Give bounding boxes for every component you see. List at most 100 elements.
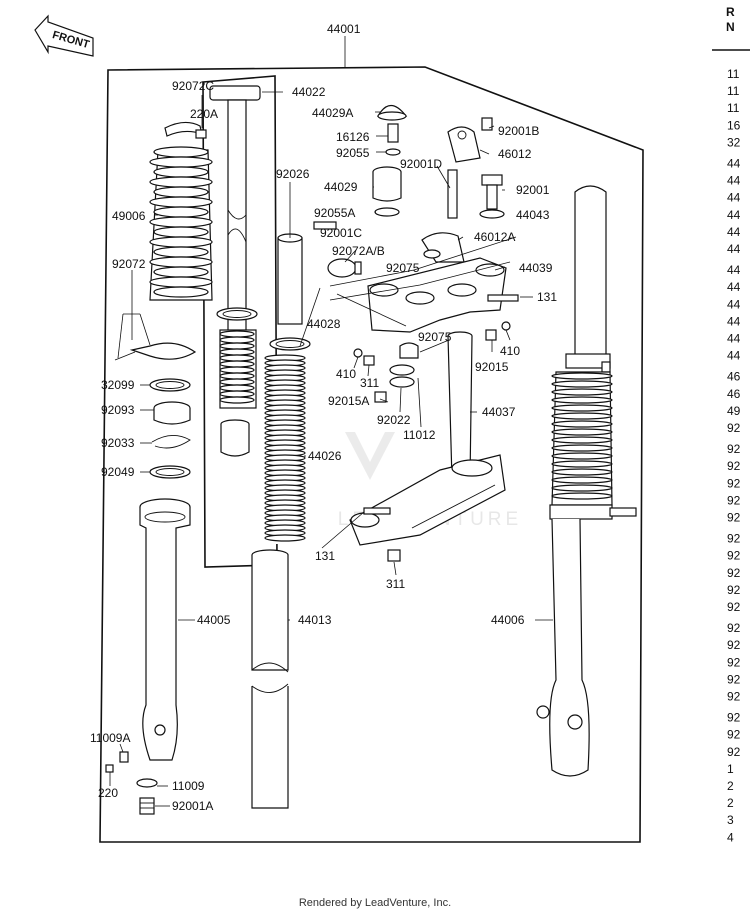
table-row: 44 [727,314,741,328]
table-row: 92 [727,621,741,635]
seat-44028 [269,337,311,351]
callout-92001D: 92001D [400,157,442,171]
table-row: 46 [727,370,741,384]
parts-list-table: R N 111111163244444444444444444444444446… [726,5,741,844]
front-arrow-icon: FRONT [34,14,94,57]
fork-spring-coils [264,354,306,542]
table-row: 92 [727,442,741,456]
table-row: 92 [727,493,741,507]
callout-220A: 220A [190,107,218,121]
leader-lines [109,91,553,807]
seat-ring-inner [216,307,258,321]
table-row: 44 [727,349,741,363]
table-row: 44 [727,242,741,256]
table-row: 92 [727,583,741,597]
callout-92075a: 92075 [386,261,420,275]
table-row: 92 [727,638,741,652]
nut-410a [353,348,363,358]
nut-410b [501,321,511,331]
screw-220 [105,764,114,773]
callout-92015A: 92015A [328,394,369,408]
oil-seal-32099 [149,378,191,392]
table-row: 16 [727,118,741,132]
callout-92001: 92001 [516,183,550,197]
table-row: 44 [727,297,741,311]
right-boot-folds [551,372,613,500]
table-row: 44 [727,174,741,188]
dust-boot-49006 [149,146,213,301]
guide-92072AB [327,258,362,278]
callout-44029: 44029 [324,180,358,194]
table-row: 92 [727,476,741,490]
table-row: 92 [727,532,741,546]
callout-311b: 311 [386,577,405,591]
callout-11009: 11009 [172,779,205,793]
callout-44028: 44028 [307,317,341,331]
oring-92055 [385,148,401,156]
fitting-16126 [387,123,399,143]
callout-131b: 131 [315,549,335,563]
table-row: 44 [727,280,741,294]
callout-44039: 44039 [519,261,553,275]
table-row: 49 [727,404,741,418]
callout-44037: 44037 [482,405,516,419]
clamp-92072 [114,342,197,361]
callout-44029A: 44029A [312,106,353,120]
callout-410a: 410 [336,367,356,381]
washer-92049 [149,465,191,479]
bolt-92001 [481,174,503,210]
table-row: 4 [727,830,734,844]
callout-44005: 44005 [197,613,231,627]
bearing-92022 [389,364,415,388]
table-row: 2 [727,796,734,810]
callout-44043: 44043 [516,208,550,222]
assembly-frame [99,66,644,843]
callout-44022: 44022 [292,85,326,99]
callout-16126: 16126 [336,130,370,144]
callout-labels: 44001 44022 92072C 220A 44029A 16126 920… [90,22,557,813]
bushing-92093 [153,401,191,425]
callout-410b: 410 [500,344,520,358]
callout-92001B: 92001B [498,124,539,138]
damper-rod-44013 [251,549,289,809]
bolt-92001C [313,221,337,230]
bolt-11009A [119,751,129,763]
table-row: 3 [727,813,734,827]
callout-92055A: 92055A [314,206,355,220]
footer-credit: Rendered by LeadVenture, Inc. [298,897,452,909]
callout-92072AB: 92072A/B [332,244,385,258]
table-row: 92 [727,655,741,669]
oring-92055A [374,207,400,217]
callout-44026: 44026 [308,449,342,463]
outer-tube-44005 [139,498,191,761]
table-row: 44 [727,191,741,205]
washer-11009 [136,778,158,788]
callout-11012: 11012 [403,428,436,442]
table-row: 32 [727,135,741,149]
callout-92026: 92026 [276,167,310,181]
table-row: 44 [727,263,741,277]
callout-311a: 311 [360,376,379,390]
bolt-131b [363,507,391,515]
table-row: 2 [727,779,734,793]
callout-220: 220 [98,786,118,800]
holder-46012 [447,126,481,163]
table-header-line-1: R [726,5,735,19]
table-row: 92 [727,511,741,525]
nut-92015 [485,329,497,341]
callout-92075b: 92075 [418,330,452,344]
callout-44013: 44013 [298,613,332,627]
washer-92075a [423,249,441,259]
table-row: 92 [727,672,741,686]
callout-46012A: 46012A [474,230,515,244]
table-header-line-2: N [726,20,735,34]
callout-92049: 92049 [101,465,135,479]
table-row: 92 [727,421,741,435]
inner-spring-coils [219,330,255,404]
upper-bracket-44039 [367,257,507,333]
nut-311a [363,355,375,366]
stem-nut-44029 [372,166,402,202]
table-row: 46 [727,387,741,401]
callout-49006: 49006 [112,209,146,223]
bolt-131a [487,294,519,302]
